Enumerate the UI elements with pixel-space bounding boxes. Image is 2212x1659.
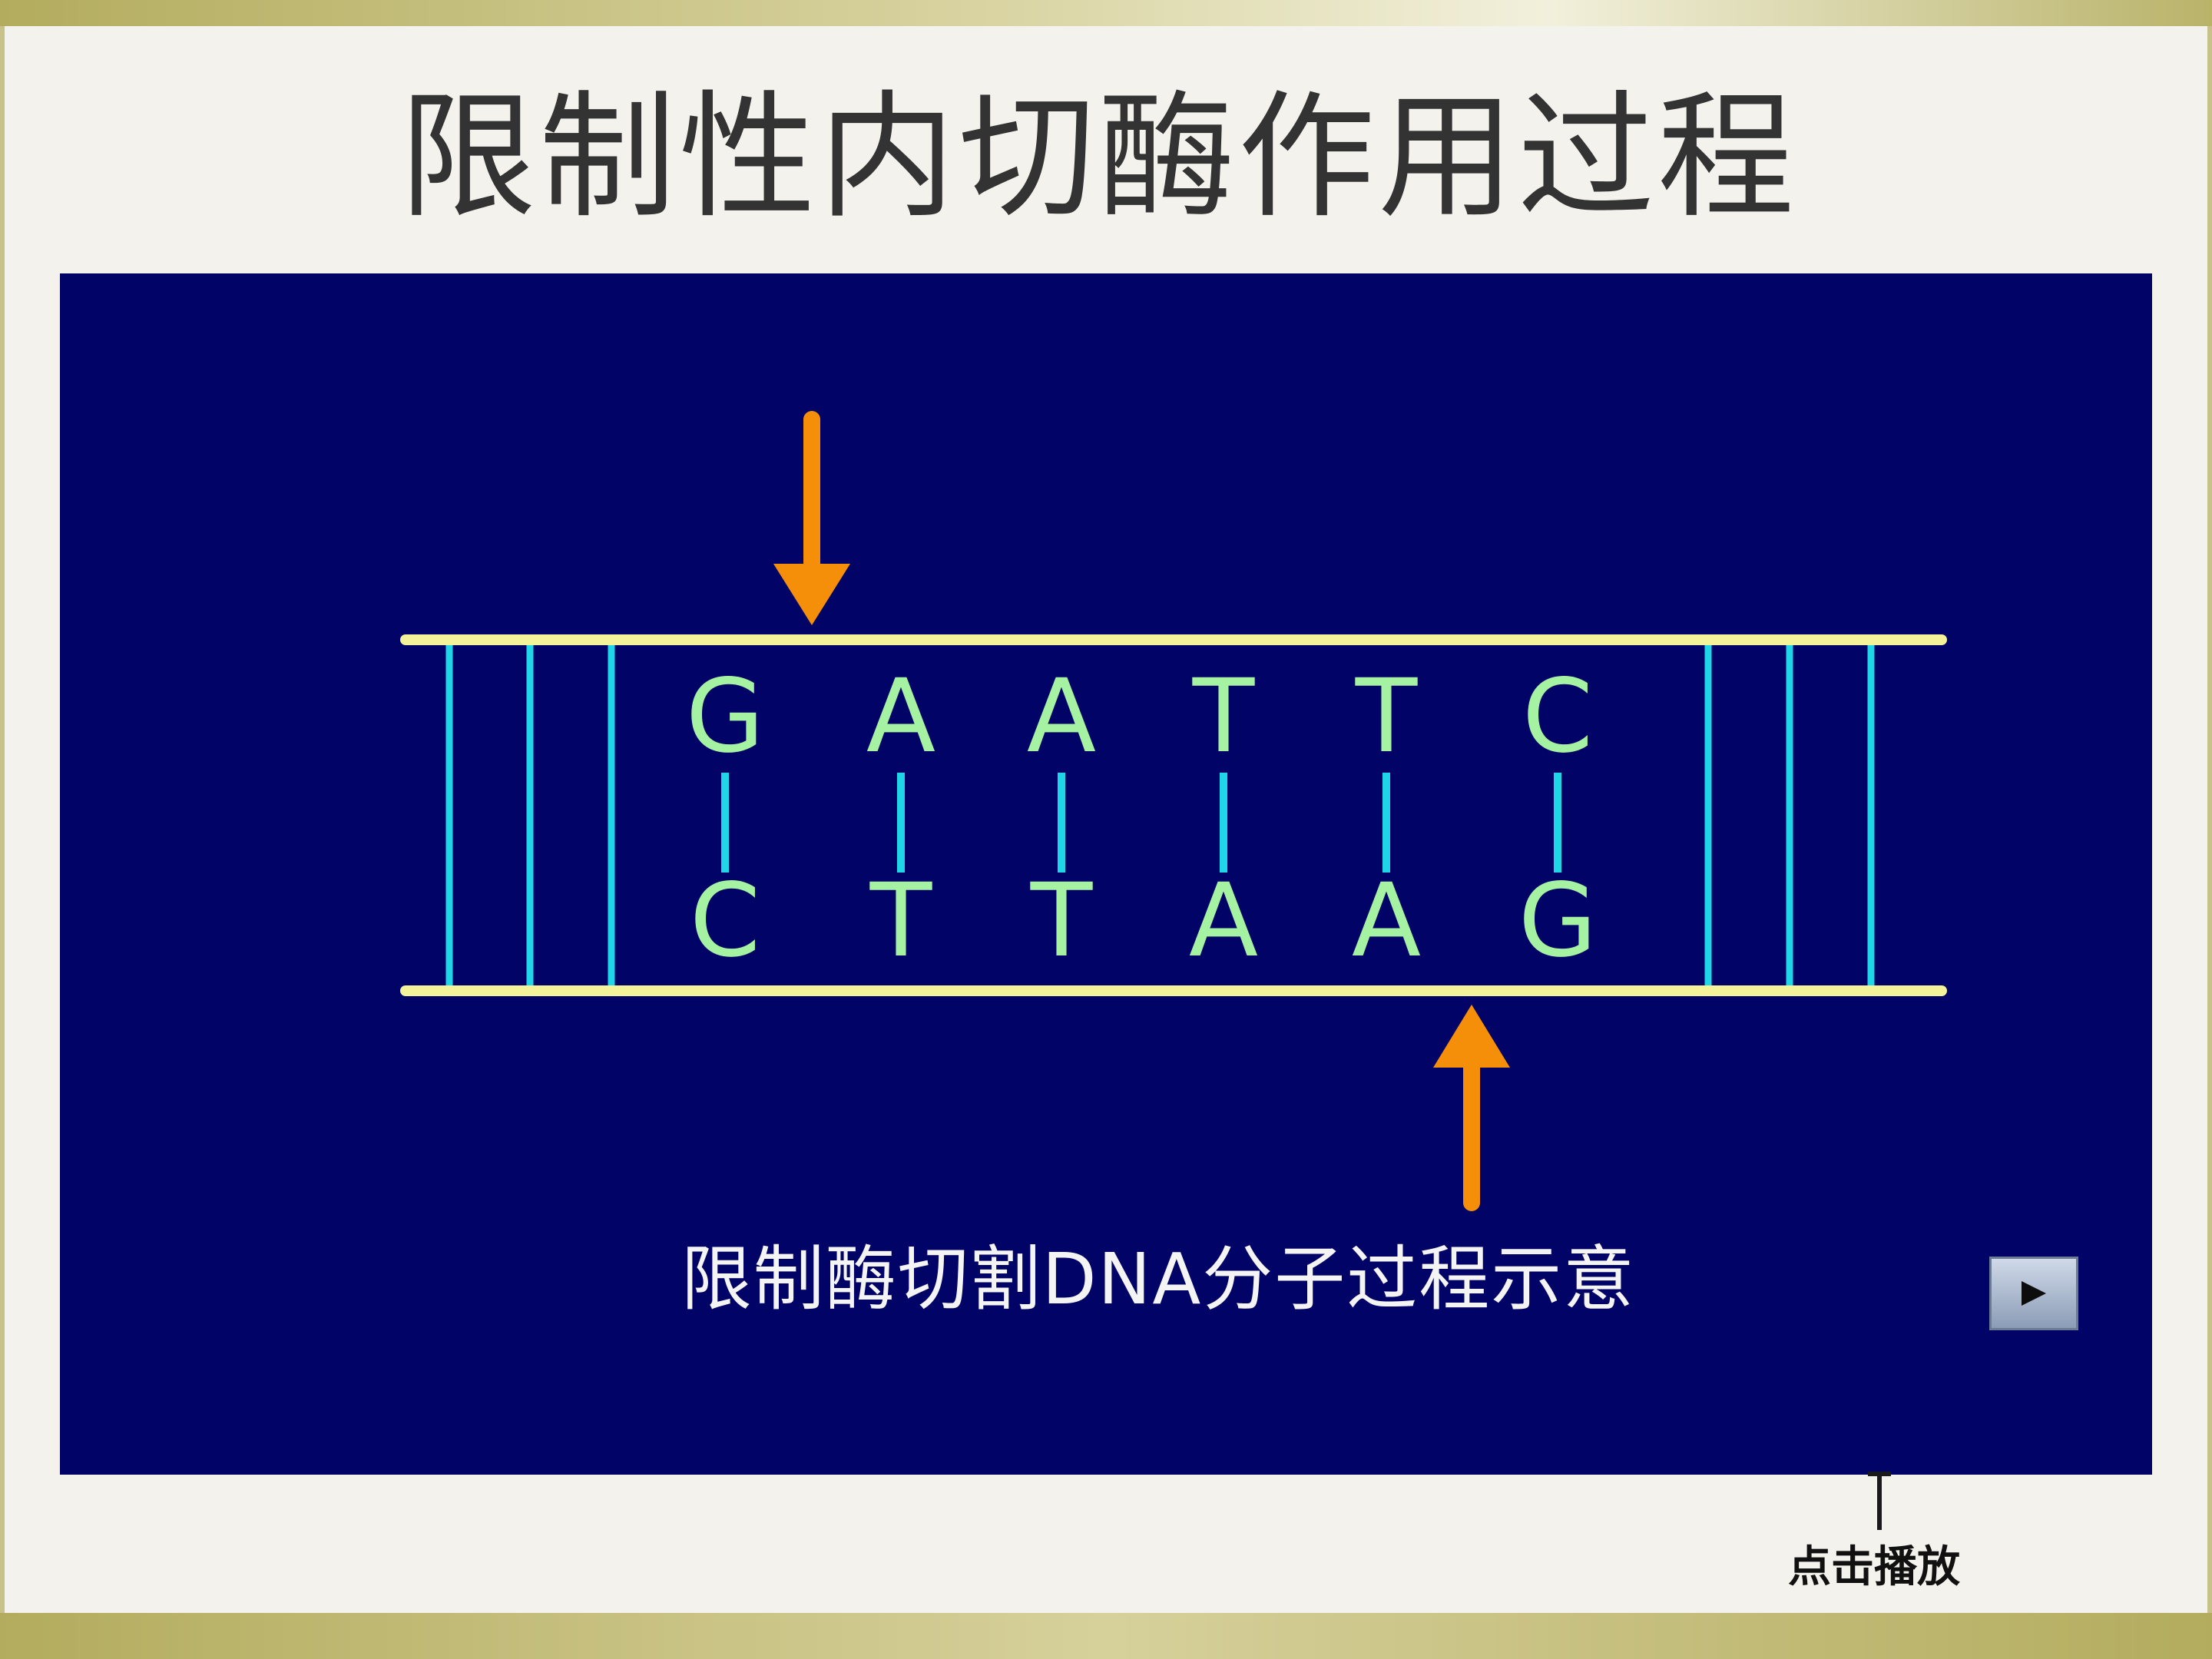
play-hint-label: 点击播放 (1788, 1541, 1960, 1592)
play-triangle-icon (2022, 1281, 2046, 1306)
callout-pointer-line (1877, 1475, 1882, 1530)
play-button[interactable] (1989, 1257, 2078, 1330)
top-base-letter: T (1355, 657, 1419, 776)
slide-title: 限制性内切酶作用过程 (399, 78, 1797, 237)
bottom-base-letter: G (1518, 862, 1597, 980)
bottom-cut-arrow (1433, 1005, 1510, 1211)
top-base-letter: A (866, 657, 935, 776)
slide-right-border (2207, 26, 2212, 1613)
bottom-base-letter: T (869, 862, 933, 980)
bottom-base-letter: A (1189, 862, 1258, 980)
bottom-base-letter: T (1030, 862, 1094, 980)
bottom-base-letter: A (1352, 862, 1421, 980)
slide-left-border (0, 26, 5, 1613)
bottom-base-letter: C (690, 862, 760, 980)
callout-tick (1868, 1472, 1891, 1476)
top-cut-arrow (773, 411, 850, 625)
slide-top-border (0, 0, 2212, 26)
top-base-letter: T (1192, 657, 1256, 776)
top-base-letter: G (686, 657, 764, 776)
top-base-letter: C (1522, 657, 1593, 776)
animation-caption: 限制酶切割DNA分子过程示意 (680, 1238, 1636, 1320)
top-base-letter: A (1027, 657, 1096, 776)
dna-rungs (445, 645, 1875, 985)
base-pair-lines (721, 773, 1561, 873)
slide-bottom-border (0, 1613, 2212, 1659)
